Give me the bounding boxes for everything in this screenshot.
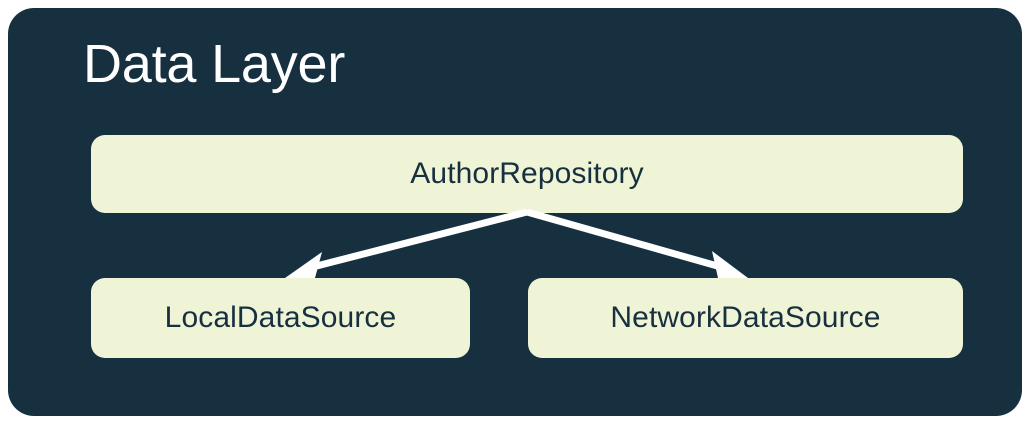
node-author-repository[interactable]: AuthorRepository	[91, 135, 963, 213]
node-network-data-source-label: NetworkDataSource	[610, 301, 881, 334]
node-network-data-source[interactable]: NetworkDataSource	[528, 278, 963, 358]
node-author-repository-label: AuthorRepository	[410, 157, 644, 190]
node-local-data-source[interactable]: LocalDataSource	[91, 278, 470, 358]
node-local-data-source-label: LocalDataSource	[164, 301, 397, 334]
layer-title: Data Layer	[83, 34, 346, 94]
